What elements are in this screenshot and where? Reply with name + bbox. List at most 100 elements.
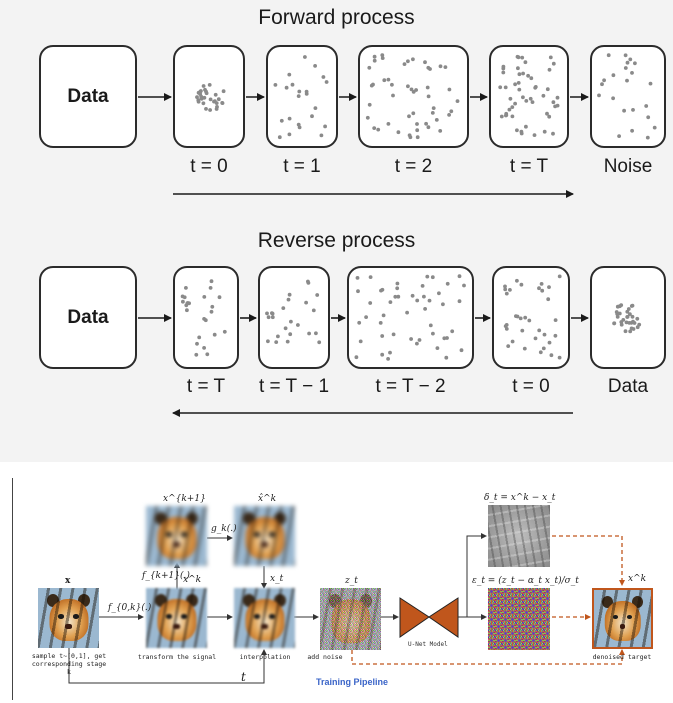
scatter-dot <box>314 331 318 336</box>
delta-edge-image <box>488 505 550 567</box>
forward-t-label: t = T <box>509 156 549 177</box>
scatter-dot <box>304 300 308 305</box>
scatter-dot <box>415 341 419 346</box>
tiger-image-xk <box>146 588 207 648</box>
scatter-dot <box>541 93 546 98</box>
tiger-image-x <box>38 588 99 648</box>
scatter-dot <box>521 71 525 76</box>
reverse-data-box: Data <box>39 266 137 369</box>
scatter-dot <box>415 298 420 303</box>
scatter-dot <box>411 57 415 62</box>
scatter-dot <box>364 315 368 319</box>
scatter-dot <box>633 61 637 66</box>
math-x: x <box>65 576 71 586</box>
scatter-dot <box>630 71 634 75</box>
scatter-dot <box>212 99 216 104</box>
scatter-dot <box>510 339 515 344</box>
scatter-dot <box>199 95 204 100</box>
scatter-dot <box>501 70 506 75</box>
caption-interpolation: interpolation <box>239 653 291 661</box>
scatter-dot <box>635 316 640 321</box>
scatter-dot <box>623 66 628 70</box>
scatter-dot <box>449 109 454 114</box>
scatter-dot <box>517 87 522 92</box>
scatter-dot <box>518 316 523 321</box>
scatter-dot <box>526 73 530 78</box>
math-f0k: f_{0,k}(.) <box>108 603 152 613</box>
scatter-dot <box>438 129 443 133</box>
scatter-dot <box>427 298 432 303</box>
scatter-dot <box>527 318 532 323</box>
scatter-dot <box>523 60 528 65</box>
scatter-dot <box>503 85 508 90</box>
scatter-dot <box>532 133 537 138</box>
scatter-dot <box>411 90 416 94</box>
scatter-dot <box>503 284 507 289</box>
scatter-dot <box>629 304 634 308</box>
scatter-dot <box>358 339 363 344</box>
scatter-dot <box>438 64 443 69</box>
tiger-image-xk-hat <box>234 506 295 566</box>
scatter-dot <box>422 294 426 299</box>
scatter-dot <box>533 336 538 341</box>
scatter-dot <box>516 81 521 85</box>
scatter-dot <box>220 101 225 105</box>
scatter-dot <box>315 293 320 297</box>
scatter-dot <box>557 355 562 360</box>
scatter-dot <box>637 322 642 327</box>
scatter-dot <box>181 299 185 304</box>
scatter-dot <box>196 99 201 104</box>
scatter-dot <box>222 329 227 334</box>
scatter-dot <box>210 304 215 309</box>
scatter-dot <box>462 283 466 288</box>
scatter-dot <box>555 95 560 100</box>
scatter-dot <box>376 127 381 132</box>
scatter-dot <box>184 286 188 290</box>
scatter-dot <box>194 352 199 357</box>
scatter-dot <box>428 323 433 328</box>
scatter-dot <box>648 81 653 86</box>
scatter-dot <box>611 73 616 78</box>
caption-transform: transform the signal <box>137 653 217 661</box>
scatter-dot <box>208 286 213 290</box>
scatter-dot <box>533 85 538 89</box>
scatter-dot <box>630 128 634 133</box>
scatter-dot <box>445 281 450 286</box>
scatter-dot <box>390 82 394 87</box>
reverse-t-label: t = 0 <box>512 376 550 397</box>
scatter-dot <box>524 124 528 129</box>
scatter-dot <box>548 55 553 60</box>
scatter-dot <box>507 107 512 112</box>
scatter-dot <box>205 352 210 357</box>
scatter-dot <box>625 315 630 319</box>
forward-step-tT <box>489 45 569 148</box>
scatter-dot <box>369 83 374 88</box>
scatter-dot <box>539 282 544 286</box>
scatter-dot <box>199 89 203 93</box>
scatter-dot <box>207 83 212 87</box>
pipeline-arrows <box>68 533 487 684</box>
scatter-dot <box>547 67 552 72</box>
forward-data-label: Data <box>67 85 109 107</box>
reverse-step-tT-2 <box>347 266 474 369</box>
scatter-dot <box>424 121 428 126</box>
scatter-dot <box>297 89 302 94</box>
scatter-dot <box>425 274 430 279</box>
scatter-dot <box>380 352 385 357</box>
scatter-dot <box>201 101 206 106</box>
scatter-dot <box>209 309 214 314</box>
scatter-dot <box>380 287 385 292</box>
scatter-dot <box>372 54 377 59</box>
scatter-dot <box>517 72 522 77</box>
math-fk1: f_{k+1}(.) <box>142 571 190 581</box>
scatter-dot <box>185 308 189 313</box>
scatter-dot <box>310 114 314 119</box>
scatter-dot <box>198 92 203 96</box>
scatter-dot <box>447 113 451 117</box>
scatter-dot <box>386 77 391 82</box>
scatter-dot <box>503 287 508 292</box>
scatter-dot <box>445 336 449 340</box>
scatter-dot <box>510 114 515 119</box>
scatter-dot <box>266 339 270 344</box>
